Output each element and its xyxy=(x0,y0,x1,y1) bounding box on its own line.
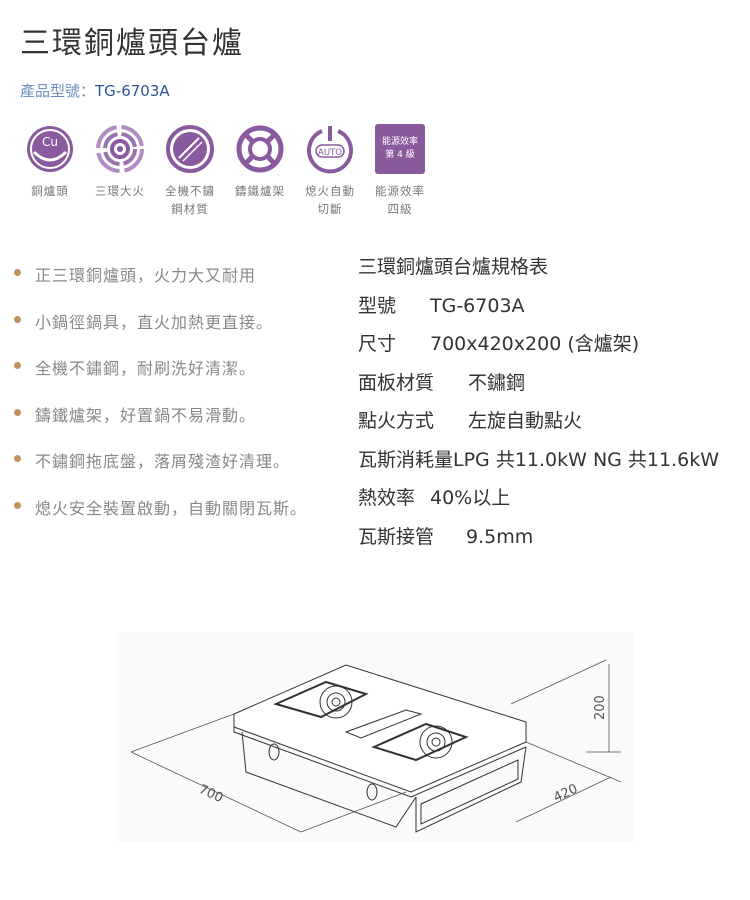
stainless-steel-icon xyxy=(166,125,214,173)
bullet-icon xyxy=(14,315,21,323)
list-item: 小鍋徑鍋具，直火加熱更直接。 xyxy=(12,309,307,356)
feature-text: 小鍋徑鍋具，直火加熱更直接。 xyxy=(35,312,274,332)
bullet-icon xyxy=(14,362,21,369)
spec-value: 9.5mm xyxy=(466,525,534,548)
model-number: 產品型號：TG-6703A xyxy=(20,80,170,101)
spec-value: 不鏽鋼 xyxy=(468,371,526,394)
spec-key: 型號 xyxy=(358,294,397,317)
spec-key: 尺寸 xyxy=(358,333,397,355)
dimension-drawing: 700 420 200 xyxy=(116,632,634,842)
feature-text: 不鏽鋼拖底盤，落屑殘渣好清理。 xyxy=(35,452,291,471)
caption-line: 鋼材質 xyxy=(171,202,209,216)
caption-line: 熄火自動 xyxy=(305,184,355,198)
spec-value: 左旋自動點火 xyxy=(468,410,583,432)
cast-iron-grate-icon xyxy=(236,125,284,173)
feature-cast-iron: 鑄鐵爐架 xyxy=(232,124,288,218)
feature-list: 正三環銅爐頭，火力大又耐用 小鍋徑鍋具，直火加熱更直接。 全機不鏽鋼，耐刷洗好清… xyxy=(12,262,307,541)
bullet-icon xyxy=(14,501,21,509)
spec-table: 三環銅爐頭台爐規格表 型號 TG-6703A 尺寸 700x420x200 (含爐架… xyxy=(358,252,719,560)
spec-value: 40%以上 xyxy=(430,487,511,509)
spec-row: 面板材質 不鏽鋼 xyxy=(358,368,719,407)
feature-stainless: 全機不鏽鋼材質 xyxy=(162,124,218,218)
spec-row: 尺寸 700x420x200 (含爐架) xyxy=(358,329,719,368)
copper-burner-icon: Cu xyxy=(27,126,73,172)
spec-key: 點火方式 xyxy=(358,410,435,432)
caption-auto-shutoff: 熄火自動切斷 xyxy=(305,182,355,218)
stove-drawing: 700 420 200 xyxy=(130,659,622,833)
feature-energy: 能源效率第 4 級 能源效率四級 xyxy=(372,124,428,218)
spec-row: 點火方式 左旋自動點火 xyxy=(358,406,719,445)
spec-row: 型號 TG-6703A xyxy=(358,291,719,330)
list-item: 正三環銅爐頭，火力大又耐用 xyxy=(12,262,307,309)
svg-text:AUTO: AUTO xyxy=(318,148,342,158)
model-label: 產品型號： xyxy=(20,82,96,100)
svg-text:Cu: Cu xyxy=(42,135,58,149)
bullet-icon xyxy=(14,269,21,276)
caption-cast-iron: 鑄鐵爐架 xyxy=(235,184,285,198)
caption-line: 切斷 xyxy=(317,202,343,216)
spec-row: 瓦斯接管 9.5mm xyxy=(358,522,719,561)
feature-copper-burner: Cu 銅爐頭 xyxy=(22,124,78,218)
page-title: 三環銅爐頭台爐 xyxy=(20,26,244,61)
spec-value: 700x420x200 (含爐架) xyxy=(430,333,640,355)
dimension-width: 700 xyxy=(196,782,225,806)
list-item: 不鏽鋼拖底盤，落屑殘渣好清理。 xyxy=(12,448,307,495)
list-item: 全機不鏽鋼，耐刷洗好清潔。 xyxy=(12,355,307,402)
triple-ring-icon xyxy=(96,125,144,173)
caption-line: 四級 xyxy=(387,202,413,216)
caption-line: 全機不鏽 xyxy=(165,184,215,198)
list-item: 熄火安全裝置啟動，自動關閉瓦斯。 xyxy=(12,495,307,542)
spec-key: 瓦斯消耗量 xyxy=(358,448,454,471)
spec-row: 瓦斯消耗量LPG 共11.0kW NG 共11.6kW xyxy=(358,445,719,484)
model-value: TG-6703A xyxy=(95,82,170,100)
dimension-depth: 420 xyxy=(551,782,580,806)
spec-title: 三環銅爐頭台爐規格表 xyxy=(358,256,549,278)
bullet-icon xyxy=(14,455,21,462)
caption-line: 能源效率 xyxy=(375,184,425,198)
dimension-height: 200 xyxy=(593,695,608,720)
caption-copper-burner: 銅爐頭 xyxy=(31,184,69,198)
feature-text: 熄火安全裝置啟動，自動關閉瓦斯。 xyxy=(35,498,308,518)
feature-icons: Cu 銅爐頭 三環大火 全機不鏽鋼材質 鑄鐵爐架 AUTO 熄火自動切斷 能源效… xyxy=(22,124,428,218)
spec-key: 熱效率 xyxy=(358,487,416,509)
badge-line: 第 4 級 xyxy=(385,150,415,160)
feature-triple-ring: 三環大火 xyxy=(92,124,148,218)
caption-energy: 能源效率四級 xyxy=(375,182,425,218)
list-item: 鑄鐵爐架，好置鍋不易滑動。 xyxy=(12,402,307,449)
feature-text: 全機不鏽鋼，耐刷洗好清潔。 xyxy=(35,359,257,378)
caption-stainless: 全機不鏽鋼材質 xyxy=(165,182,215,218)
feature-text: 鑄鐵爐架，好置鍋不易滑動。 xyxy=(35,405,257,425)
spec-row: 熱效率 40%以上 xyxy=(358,483,719,522)
auto-shutoff-icon: AUTO xyxy=(307,126,353,174)
spec-key: 瓦斯接管 xyxy=(358,525,435,548)
caption-triple-ring: 三環大火 xyxy=(95,184,145,198)
spec-value: LPG 共11.0kW NG 共11.6kW xyxy=(453,448,720,471)
feature-auto-shutoff: AUTO 熄火自動切斷 xyxy=(302,124,358,218)
badge-line: 能源效率 xyxy=(381,137,418,147)
feature-text: 正三環銅爐頭，火力大又耐用 xyxy=(35,266,257,285)
bullet-icon xyxy=(14,408,21,416)
spec-key: 面板材質 xyxy=(358,371,435,394)
energy-efficiency-badge: 能源效率第 4 級 xyxy=(375,124,425,174)
spec-value: TG-6703A xyxy=(430,294,525,317)
